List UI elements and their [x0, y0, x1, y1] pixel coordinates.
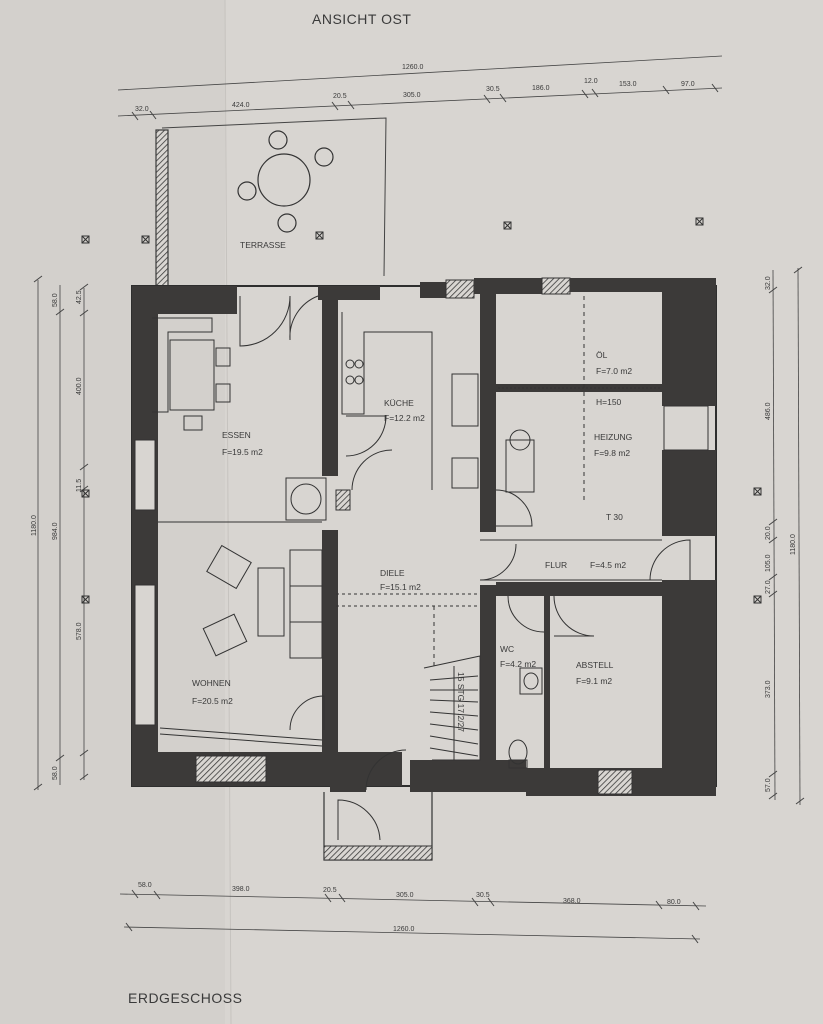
kitchen-counter-icon: [341, 312, 479, 490]
room-name-flur: FLUR: [545, 560, 567, 570]
entrance-porch: [323, 792, 433, 861]
dimension-chain-right: [768, 266, 805, 806]
dim-left-total: 1180.0: [31, 515, 38, 536]
paper-fold-shadow: [0, 0, 225, 1024]
room-area-abstell: F=9.1 m2: [576, 676, 612, 686]
doors: [239, 295, 691, 791]
armchair-icon: [202, 544, 252, 657]
dim-bottom-seg-6: 80.0: [667, 899, 681, 906]
dimension-chain-bottom: [119, 889, 707, 944]
room-name-kueche: KÜCHE: [384, 398, 414, 408]
boiler-icon: [505, 429, 535, 493]
dim-top-seg-1: 424.0: [232, 102, 250, 109]
dimension-chain-left: [33, 275, 89, 791]
dim-top-seg-2: 20.5: [333, 93, 347, 100]
dim-top-seg-6: 12.0: [584, 78, 598, 85]
room-name-heizung: HEIZUNG: [594, 432, 632, 442]
dim-right-total: 1180.0: [790, 534, 797, 555]
dim-bottom-seg-4: 30.5: [476, 892, 490, 899]
dim-top-seg-4: 30.5: [486, 86, 500, 93]
dim-bottom-seg-2: 20.5: [323, 887, 337, 894]
fixtures: [152, 296, 662, 769]
room-name-wc: WC: [500, 644, 514, 654]
dim-left-seg-2: 400.0: [76, 377, 83, 395]
room-area-wohnen: F=20.5 m2: [192, 696, 233, 706]
dim-left-seg-4: 578.0: [76, 622, 83, 640]
dim-top-seg-8: 97.0: [681, 81, 695, 88]
heizung-height-note: H=150: [596, 397, 622, 407]
dining-table-icon: [152, 317, 231, 431]
toilet-icon: [508, 739, 528, 769]
dim-bottom-total: 1260.0: [393, 926, 415, 933]
room-area-kueche: F=12.2 m2: [384, 413, 425, 423]
door-wc: [507, 595, 545, 633]
marker-symbols: [81, 217, 762, 604]
terrace-outline: [161, 117, 387, 277]
room-area-oel: F=7.0 m2: [596, 366, 632, 376]
door-heating: [495, 489, 533, 527]
door-flur: [479, 543, 517, 581]
dim-top-total: 1260.0: [402, 64, 424, 71]
dim-left-seg-5: 58.0: [52, 766, 59, 780]
room-area-heizung: F=9.8 m2: [594, 448, 630, 458]
room-name-oel: ÖL: [596, 350, 608, 360]
dim-bottom-seg-0: 58.0: [138, 882, 152, 889]
floor-label: ERDGESCHOSS: [128, 990, 242, 1006]
room-area-wc: F=4.2 m2: [500, 659, 536, 669]
dim-top-seg-7: 153.0: [619, 81, 637, 88]
dim-right-seg-4: 27.0: [765, 580, 772, 594]
dim-right-seg-3: 105.0: [765, 554, 772, 572]
door-abstell: [553, 595, 595, 637]
dim-right-seg-6: 57.0: [765, 778, 772, 792]
dim-left-inner: 984.0: [52, 522, 59, 540]
door-kitchen: [345, 415, 387, 457]
room-name-wohnen: WOHNEN: [192, 678, 231, 688]
dimension-chain-top: [117, 55, 723, 121]
terrace-wall: [155, 129, 169, 287]
room-area-essen: F=19.5 m2: [222, 447, 263, 457]
terrace: [155, 117, 387, 287]
dim-right-seg-2: 20.0: [765, 526, 772, 540]
window-left-lower: [134, 584, 156, 726]
staircase-icon: [423, 655, 481, 761]
stair-note: 15 STG 17.2/27: [456, 672, 466, 732]
washbasin-icon: [519, 667, 543, 695]
dim-top-seg-0: 32.0: [135, 106, 149, 113]
door-wohnen: [289, 695, 325, 731]
dim-right-seg-1: 486.0: [765, 402, 772, 420]
fire-door-note: T 30: [606, 512, 623, 522]
room-name-abstell: ABSTELL: [576, 660, 614, 670]
dim-bottom-seg-1: 398.0: [232, 886, 250, 893]
terrace-table-icon: [237, 130, 334, 233]
dim-left-seg-0: 58.0: [52, 293, 59, 307]
window-left-upper: [134, 439, 156, 511]
room-name-terrasse: TERRASSE: [240, 240, 286, 250]
room-name-essen: ESSEN: [222, 430, 251, 440]
dim-right-seg-0: 32.0: [765, 276, 772, 290]
door-terrace: [239, 295, 291, 347]
sofa-icon: [257, 549, 323, 659]
door-side-entrance: [649, 539, 691, 581]
paper-fold: [224, 0, 232, 1024]
dim-bottom-seg-5: 368.0: [563, 898, 581, 905]
door-entrance: [365, 749, 407, 791]
door-terrace-right: [289, 295, 319, 341]
dim-bottom-seg-3: 305.0: [396, 892, 414, 899]
dim-right-seg-5: 373.0: [765, 680, 772, 698]
dim-top-seg-3: 305.0: [403, 92, 421, 99]
dim-left-seg-3: 11.5: [76, 479, 83, 492]
room-labels: TERRASSE ESSEN F=19.5 m2 KÜCHE F=12.2 m2…: [192, 240, 632, 732]
room-name-diele: DIELE: [380, 568, 405, 578]
building-shell: [131, 277, 717, 796]
dim-top-seg-5: 186.0: [532, 85, 550, 92]
dim-left-seg-1: 42.5: [76, 290, 83, 304]
view-title: ANSICHT OST: [312, 11, 411, 27]
door-kitchen-hall: [351, 449, 393, 491]
fireplace-icon: [285, 477, 327, 521]
room-area-diele: F=15.1 m2: [380, 582, 421, 592]
room-area-flur: F=4.5 m2: [590, 560, 626, 570]
